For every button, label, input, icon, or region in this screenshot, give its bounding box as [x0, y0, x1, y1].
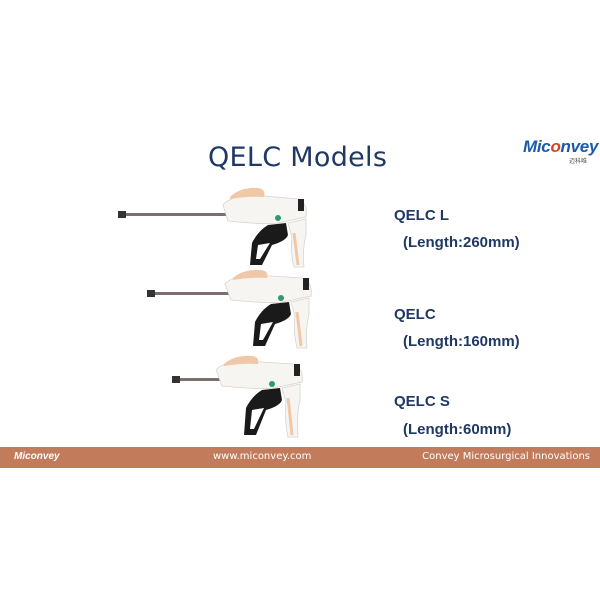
model-name-qelc-l: QELC L [394, 207, 449, 224]
model-length-qelc: (Length:160mm) [403, 333, 520, 350]
logo-wordmark: Miconvey [523, 137, 599, 156]
footer-bar: Miconvey www.miconvey.com Convey Microsu… [0, 447, 600, 468]
logo-subtitle: 迈科唯 [568, 158, 587, 165]
device-image-qelc-s [172, 355, 303, 438]
slide-title: QELC Models [208, 142, 388, 173]
device-image-qelc-l [118, 187, 307, 268]
model-name-qelc-s: QELC S [394, 393, 450, 410]
company-logo: Miconvey 迈科唯 [523, 137, 599, 165]
model-length-qelc-l: (Length:260mm) [403, 234, 520, 251]
device-image-qelc [147, 270, 312, 349]
model-name-qelc: QELC [394, 306, 436, 323]
model-length-qelc-s: (Length:60mm) [403, 421, 512, 438]
footer-url-link[interactable]: www.miconvey.com [213, 451, 312, 462]
footer-tagline: Convey Microsurgical Innovations [422, 451, 590, 462]
footer-brand: Miconvey [14, 451, 60, 462]
